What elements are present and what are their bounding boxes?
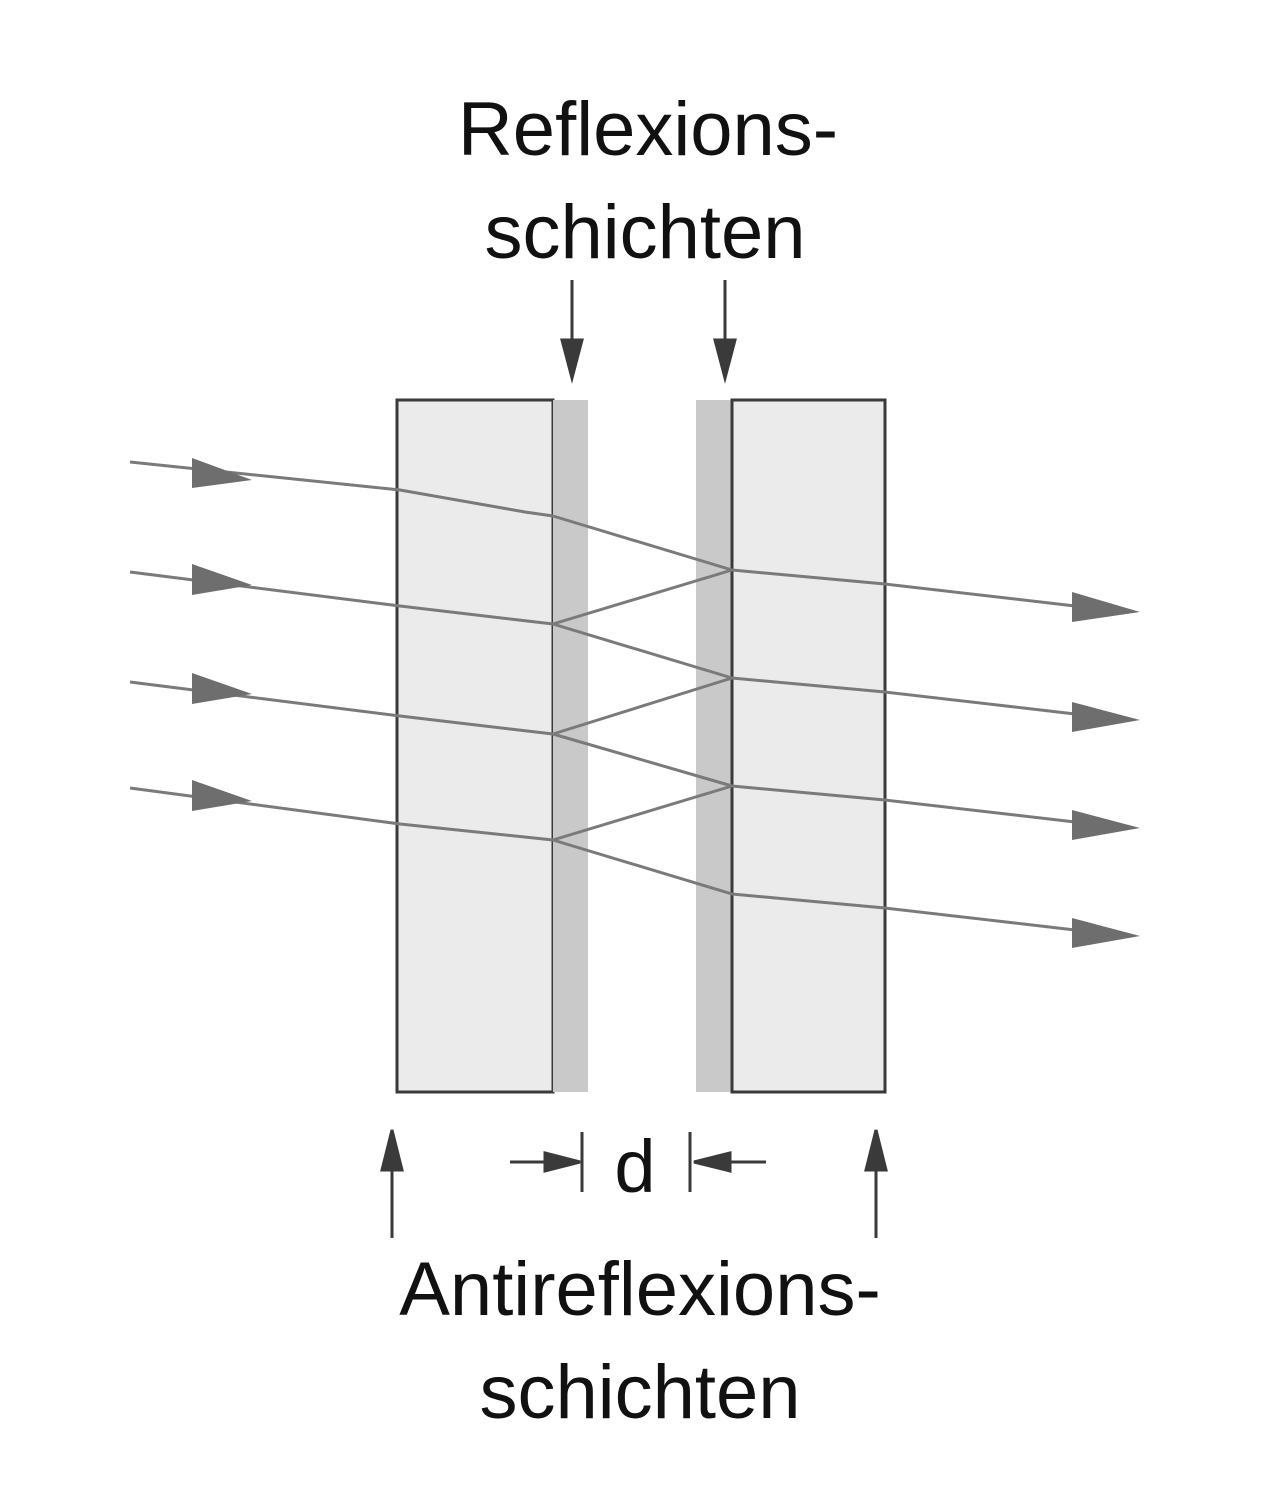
incoming-arrowhead-2 — [192, 564, 252, 595]
gap-ray-c — [552, 622, 733, 680]
right-plate-group — [696, 398, 887, 1094]
right-antireflection-pointer-head — [864, 1129, 888, 1172]
reflection-pointer-arrows — [560, 280, 737, 384]
gap-ray-g — [552, 838, 733, 896]
outgoing-ray-1 — [731, 568, 1076, 608]
outgoing-arrowhead-1 — [1072, 592, 1140, 622]
incoming-arrowhead-4 — [192, 780, 252, 811]
gap-ray-e — [552, 732, 733, 788]
gap-ray-b — [552, 568, 733, 626]
right-reflection-pointer-head — [713, 338, 737, 384]
right-plate — [730, 398, 887, 1094]
left-antireflection-pointer-head — [380, 1129, 404, 1172]
light-rays — [129, 460, 1076, 932]
gap-dimension-marker — [510, 1132, 766, 1192]
left-reflection-coating — [553, 400, 588, 1092]
gap-label: d — [614, 1125, 655, 1208]
left-plate-group — [395, 398, 588, 1094]
left-dimension-arrowhead — [543, 1151, 581, 1173]
reflection-layers-label-line2: schichten — [484, 190, 805, 275]
right-reflection-coating — [696, 400, 732, 1092]
antireflection-pointer-arrows — [380, 1129, 888, 1238]
right-dimension-arrowhead — [693, 1151, 732, 1173]
gap-ray-a — [552, 514, 733, 572]
reflection-layers-label-line1: Reflexions- — [458, 87, 838, 172]
incoming-arrowhead-3 — [192, 673, 252, 704]
gap-ray-f — [552, 784, 733, 842]
outgoing-arrowhead-2 — [1072, 702, 1140, 732]
outgoing-ray-2 — [731, 676, 1076, 716]
incoming-arrowhead-1 — [192, 458, 252, 488]
outgoing-arrowhead-4 — [1072, 918, 1140, 948]
antireflection-layers-label-line2: schichten — [479, 1350, 800, 1435]
outgoing-arrowhead-3 — [1072, 810, 1140, 840]
gap-ray-d — [552, 676, 733, 736]
outgoing-ray-4 — [731, 892, 1076, 932]
antireflection-layers-label-line1: Antireflexions- — [399, 1247, 881, 1332]
left-reflection-pointer-head — [560, 338, 584, 384]
incoming-ray-1 — [129, 460, 554, 518]
ray-arrowheads — [192, 458, 1140, 948]
left-plate — [395, 398, 555, 1094]
outgoing-ray-3 — [731, 784, 1076, 824]
